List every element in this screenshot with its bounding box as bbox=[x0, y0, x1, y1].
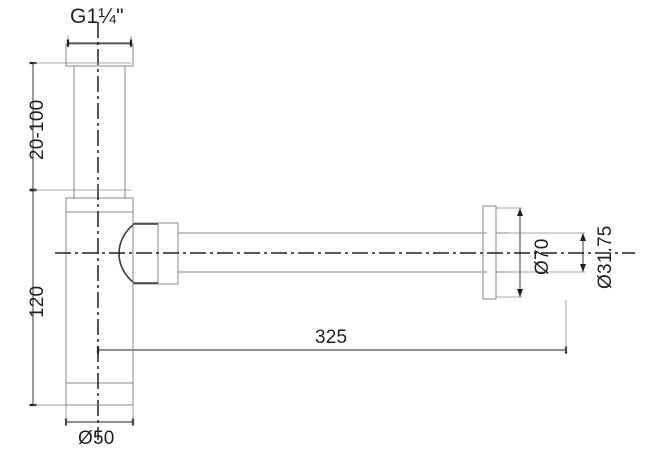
dimension-label-flange-diameter: Ø70 bbox=[532, 238, 553, 275]
flange-diameter-text: Ø70 bbox=[532, 238, 553, 275]
dimension-lines bbox=[29, 36, 586, 426]
outlet-pipe-outline bbox=[178, 232, 487, 273]
bowl-curve-caps bbox=[134, 223, 158, 284]
body-diameter-text: Ø50 bbox=[78, 428, 115, 449]
thread-extension-lines bbox=[67, 36, 132, 48]
dimension-label-body-diameter: Ø50 bbox=[78, 429, 115, 448]
thread-dimension-ticks bbox=[66, 39, 133, 47]
outlet-arrow-bottom bbox=[580, 264, 586, 272]
flange-arrow-bottom bbox=[517, 289, 523, 297]
outlet-extension-lines bbox=[510, 232, 585, 273]
outlet-arrow-top bbox=[580, 233, 586, 241]
outlet-diameter-text: Ø31.75 bbox=[595, 225, 616, 289]
inlet-tube-outline bbox=[73, 66, 126, 199]
thread-size-text: G1¼" bbox=[70, 5, 124, 28]
flange-arrow-top bbox=[517, 208, 523, 216]
body-diameter-extensions bbox=[65, 405, 134, 426]
trap-body-outline bbox=[65, 197, 134, 406]
dimension-label-body-height: 120 bbox=[27, 285, 48, 318]
dimension-label-reach: 325 bbox=[315, 328, 347, 347]
inlet-height-text: 20-100 bbox=[27, 99, 48, 160]
inlet-collar-outline bbox=[65, 43, 134, 67]
flange-pipe-stub bbox=[496, 232, 510, 273]
flange-extension-lines bbox=[496, 207, 522, 298]
body-height-text: 120 bbox=[27, 285, 48, 318]
dimension-label-inlet-height: 20-100 bbox=[27, 99, 48, 160]
centerlines bbox=[55, 22, 635, 440]
dimension-label-outlet-diameter: Ø31.75 bbox=[595, 225, 616, 289]
left-extension-lines bbox=[33, 62, 131, 406]
dimension-label-thread: G1¼" bbox=[70, 6, 124, 27]
reach-text: 325 bbox=[315, 327, 348, 348]
